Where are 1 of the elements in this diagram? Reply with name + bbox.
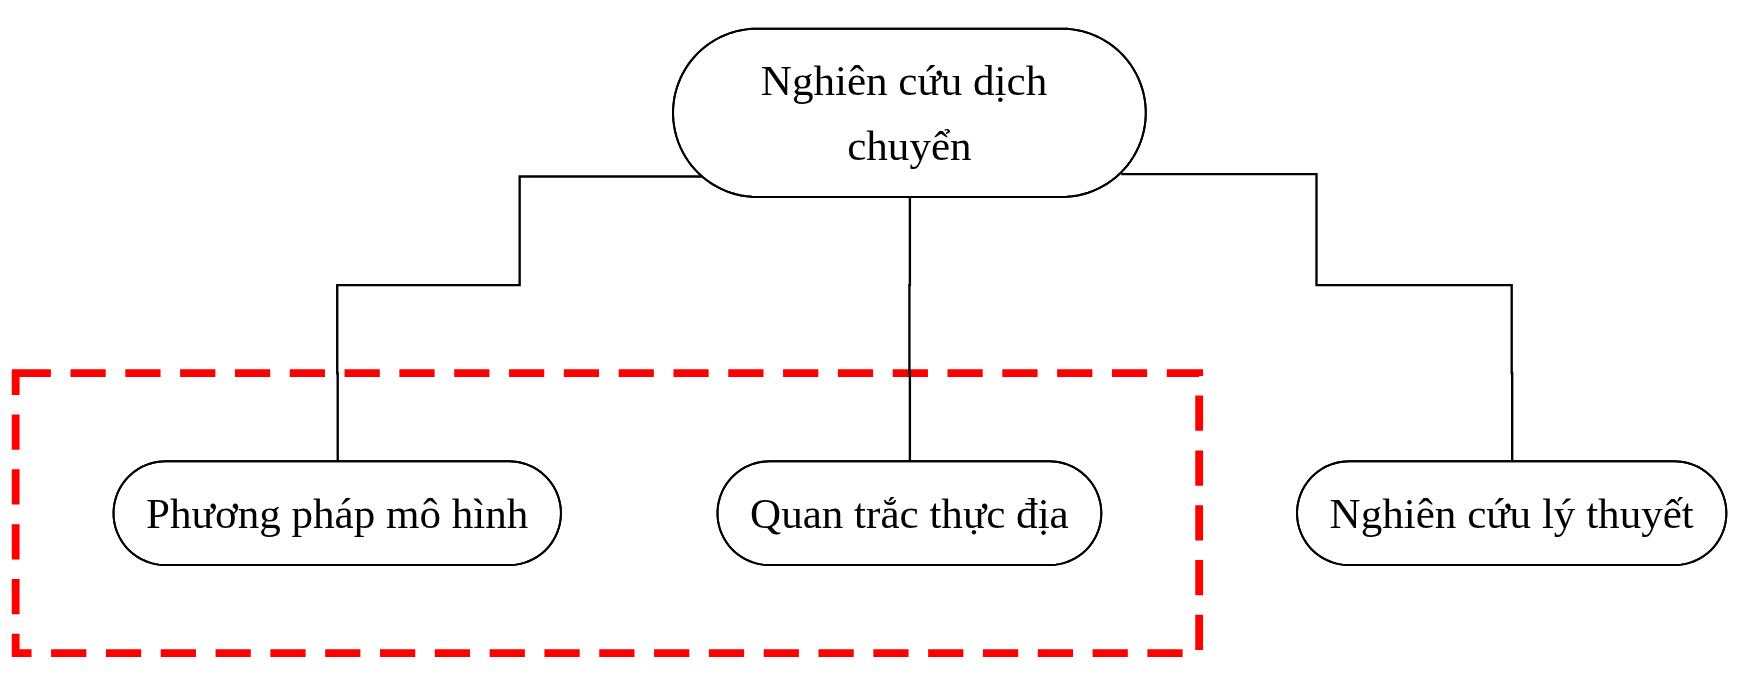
- cluster: [11, 369, 1204, 658]
